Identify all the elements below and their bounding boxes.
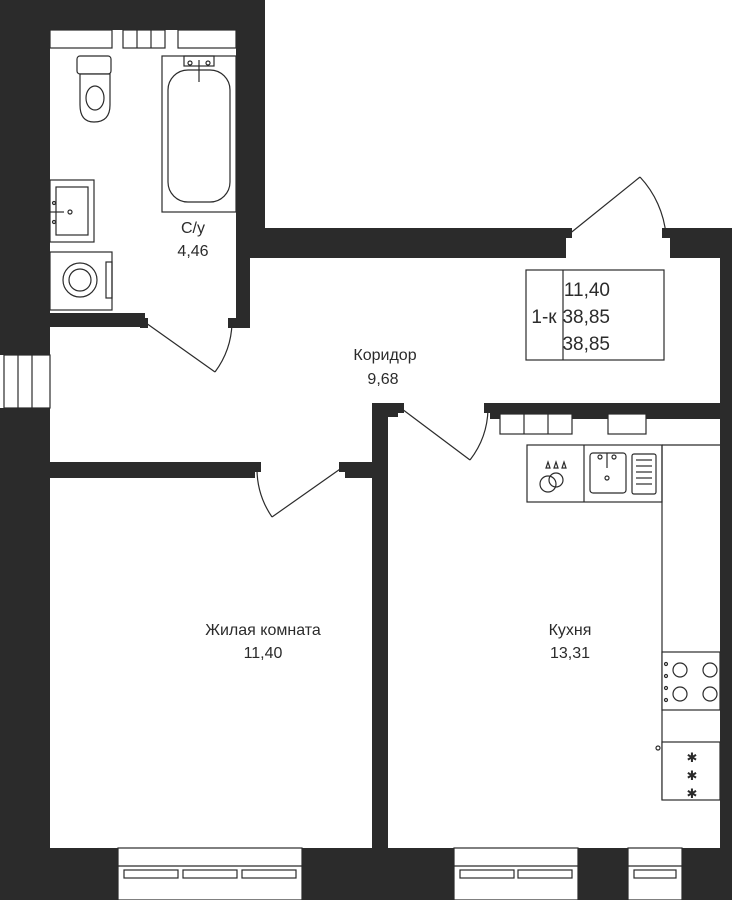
corridor-area: 9,68 [367,371,398,388]
wall-right [720,228,732,900]
living-room-name: Жилая комната [205,622,321,639]
dishwasher-icon [539,445,585,502]
info-total-area: 38,85 [562,307,610,328]
doors [140,176,670,518]
kitchen-fixtures: ✱ ✱ ✱ [526,444,721,802]
window-bottom-kitchen [453,847,579,900]
wall-bath-bottom [50,313,145,327]
room-labels: С/у 4,46 Коридор 9,68 Жилая комната 11,4… [177,220,591,662]
bathtub-icon [161,55,237,213]
info-box: 1-к 11,40 38,85 38,85 [525,269,665,361]
window-left [3,354,51,409]
apartment-type: 1-к [531,307,557,328]
windows [3,29,683,900]
wall-bath-right [236,0,265,250]
washing-machine-icon [49,251,113,311]
wall-bath-right-lower [236,250,250,328]
wall-partition [372,403,388,900]
window-top-1 [49,29,113,49]
corridor-name: Коридор [353,347,416,364]
wall-left-upper [0,0,50,355]
kitchen-name: Кухня [549,622,592,639]
svg-text:✱: ✱ [687,769,698,784]
sink-icon [49,179,95,243]
bathroom-area: 4,46 [177,243,208,260]
wall-left-lower [0,408,50,900]
living-door-leaf [271,466,344,518]
window-kitchen-top-2 [607,413,647,435]
info-total-area-2: 38,85 [562,334,610,355]
bathroom-name: С/у [181,220,205,237]
window-top-2 [122,29,166,49]
fridge-icon: ✱ ✱ ✱ [655,741,721,802]
toilet-icon [76,55,112,123]
wall-top [0,0,265,30]
window-kitchen-top-1 [499,413,573,435]
svg-text:✱: ✱ [687,787,698,802]
stove-icon [661,651,721,711]
svg-text:✱: ✱ [687,751,698,766]
info-living-area: 11,40 [564,280,610,301]
wall-bottom [0,848,732,900]
living-room-area: 11,40 [244,645,283,662]
entrance-door-leaf [567,176,641,236]
bathroom-door-leaf [145,322,216,373]
window-bottom-balcony [627,847,683,900]
kitchen-sink-icon [589,452,657,495]
bathroom-fixtures [49,55,237,311]
window-bottom-living [117,847,303,900]
wall-partition-cap [372,403,398,417]
wall-living-top [50,462,255,478]
wall-living-top-right [345,462,375,478]
window-top-3 [177,29,237,49]
kitchen-area: 13,31 [550,645,590,662]
wall-corridor-top [236,228,566,258]
kitchen-door-leaf [401,408,471,461]
